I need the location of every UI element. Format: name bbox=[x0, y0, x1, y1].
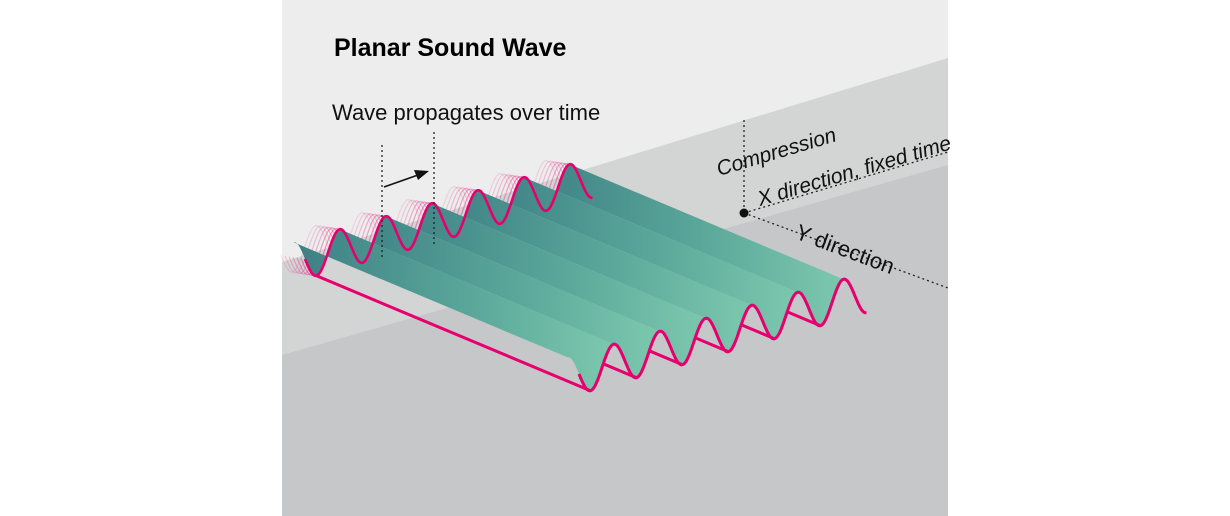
wave-ridge-face bbox=[339, 216, 660, 378]
wave-ridge-face bbox=[431, 190, 752, 352]
wave-front-edge bbox=[577, 277, 867, 393]
axis-origin-dot bbox=[739, 208, 749, 218]
wave-ridge-face bbox=[523, 164, 844, 326]
wave-back-edge bbox=[303, 162, 593, 278]
x-direction-axis bbox=[743, 151, 949, 214]
wave-ridge-face bbox=[385, 203, 706, 365]
wave-ridge-face bbox=[293, 229, 614, 391]
propagation-arrow-icon bbox=[383, 170, 429, 188]
wave-ridge-face bbox=[477, 177, 798, 339]
diagram-title: Planar Sound Wave bbox=[334, 34, 567, 62]
y-direction-axis bbox=[743, 212, 949, 289]
propagation-label: Wave propagates over time bbox=[332, 100, 600, 125]
wave-surface bbox=[280, 159, 867, 393]
wave-crest-line bbox=[315, 274, 592, 393]
